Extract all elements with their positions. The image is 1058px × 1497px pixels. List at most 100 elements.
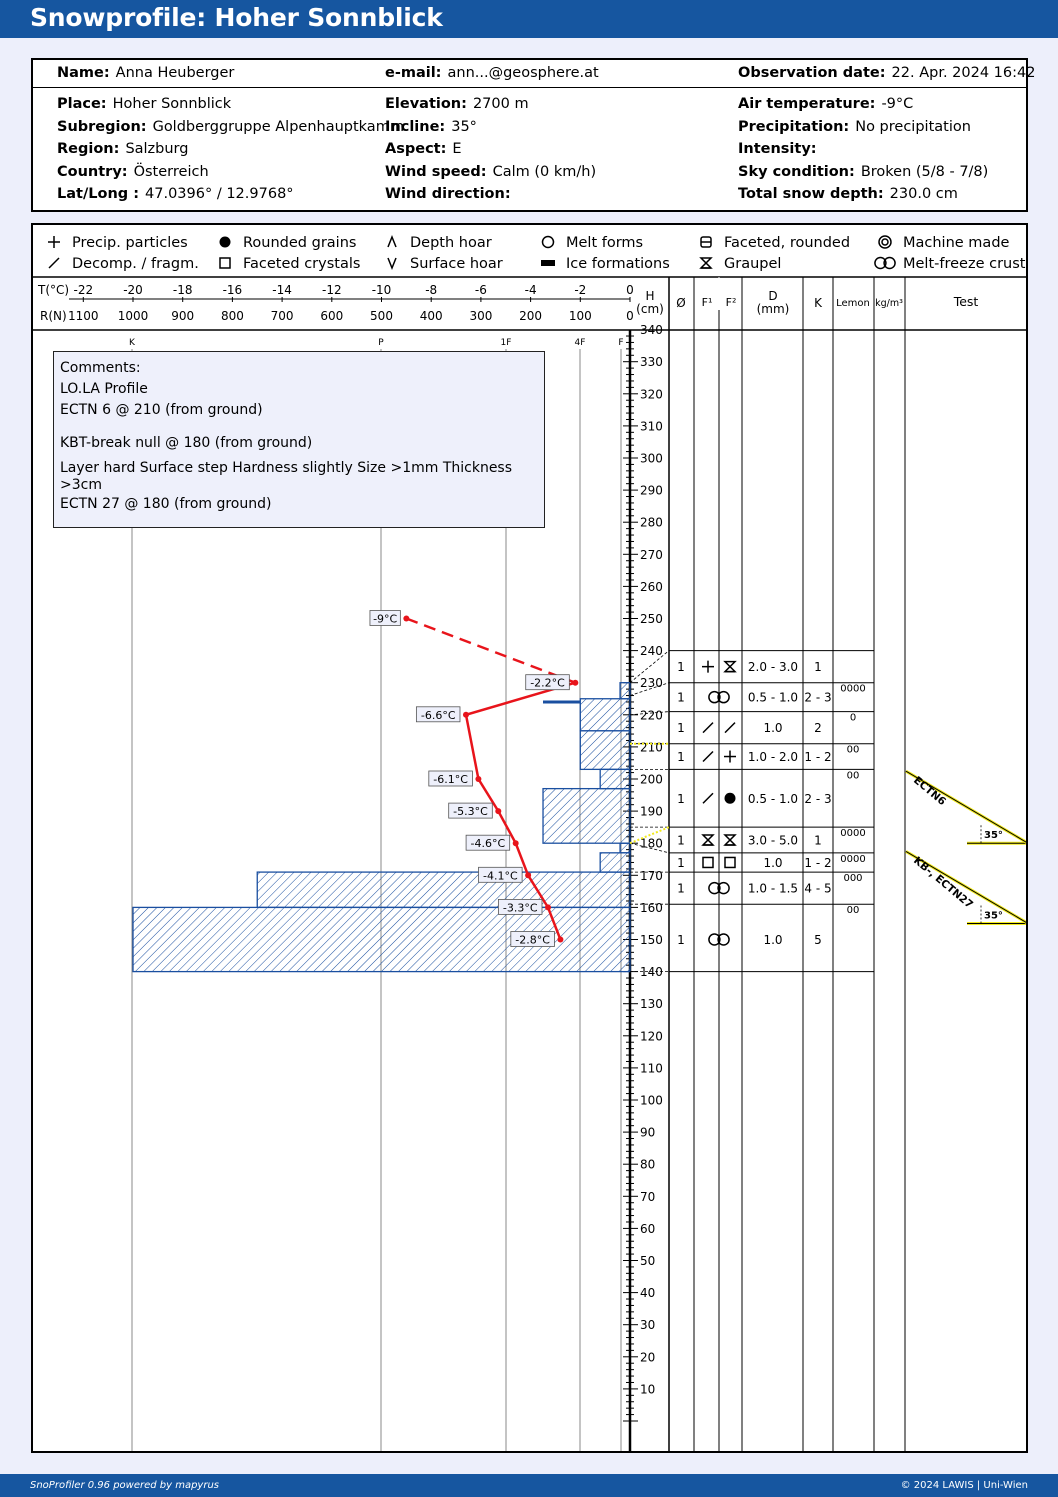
incline-field: Incline:35° xyxy=(385,119,477,135)
stability-test: 35°KB-, ECTN27 xyxy=(905,850,1026,925)
test-slope-line xyxy=(905,770,1026,843)
intensity-field: Intensity: xyxy=(738,141,817,157)
melt-freeze-crust-icon xyxy=(717,690,730,704)
legend-label-melt: Melt forms xyxy=(566,235,643,251)
height-tick-label: 70 xyxy=(640,1190,655,1204)
layer-grain-size: 1.0 - 2.0 xyxy=(748,750,798,764)
layer-hardness: 2 - 3 xyxy=(804,792,831,806)
force-tick-label: 300 xyxy=(469,309,492,323)
temperature-point xyxy=(557,936,564,943)
temperature-point xyxy=(475,776,482,782)
temperature-label: -9°C xyxy=(373,613,397,626)
rounded-grain-icon xyxy=(724,792,736,804)
height-tick-label: 240 xyxy=(640,644,663,658)
ice-formation-icon xyxy=(541,260,555,266)
header-divider xyxy=(33,87,1026,88)
temperature-tick-label: -20 xyxy=(123,283,143,297)
temperature-label-box xyxy=(448,802,493,819)
graupel-icon xyxy=(723,834,737,846)
height-tick-label: 90 xyxy=(640,1126,655,1140)
layer-hardness: 4 - 5 xyxy=(804,882,831,896)
height-tick-label: 120 xyxy=(640,1029,663,1043)
graupel-icon xyxy=(723,660,737,673)
name-field: Name:Anna Heuberger xyxy=(57,65,235,81)
layer-hardness: 2 xyxy=(814,721,822,735)
height-tick-label: 160 xyxy=(640,901,663,915)
legend-label-machine: Machine made xyxy=(903,235,1010,251)
hardness-layer xyxy=(542,787,631,844)
temperature-point xyxy=(403,615,410,622)
temperature-tick-label: -4 xyxy=(525,283,537,297)
height-tick-label: 330 xyxy=(640,355,663,369)
column-header-lemon: Lemon xyxy=(836,298,870,309)
column-header-density: kg/m³ xyxy=(875,298,903,309)
force-tick-label: 600 xyxy=(320,309,343,323)
height-tick-label: 130 xyxy=(640,997,663,1011)
title-bar: Snowprofile: Hoher Sonnblick xyxy=(0,0,1058,38)
temperature-tick-label: -2 xyxy=(574,283,586,297)
height-tick-label: 150 xyxy=(640,933,663,947)
place-field: Place:Hoher Sonnblick xyxy=(57,96,232,112)
height-tick-label: 140 xyxy=(640,965,663,979)
hardness-layer xyxy=(619,842,631,854)
force-tick-label: 1100 xyxy=(68,309,99,323)
layer-wetness: 1 xyxy=(677,721,685,735)
height-tick-label: 250 xyxy=(640,612,663,626)
air-temperature-field: Air temperature:-9°C xyxy=(738,96,914,112)
layer-grain-size: 3.0 - 5.0 xyxy=(748,833,798,847)
layer-wetness: 1 xyxy=(677,660,685,674)
temperature-label-box xyxy=(510,931,555,947)
comments-heading: Comments: xyxy=(60,360,141,376)
height-tick-label: 310 xyxy=(640,419,663,433)
decomp-icon xyxy=(702,750,714,763)
comment-line: ECTN 6 @ 210 (from ground) xyxy=(60,402,263,418)
height-tick-label: 340 xyxy=(640,323,663,337)
legend-label-depthhoar: Depth hoar xyxy=(410,235,492,251)
height-tick-label: 220 xyxy=(640,708,663,722)
comments-box: Comments: LO.LA Profile ECTN 6 @ 210 (fr… xyxy=(53,351,545,528)
decomp-icon xyxy=(48,257,60,269)
layer-wetness: 1 xyxy=(677,750,685,764)
temperature-profile: -9°C-2.2°C-6.6°C-6.1°C-5.3°C-4.6°C-4.1°C… xyxy=(369,610,579,947)
height-axis-unit: (cm) xyxy=(636,302,664,316)
temperature-tick-label: 0 xyxy=(626,283,634,297)
comment-line: ECTN 27 @ 180 (from ground) xyxy=(60,496,272,512)
comment-line: >3cm xyxy=(60,477,102,493)
temperature-point xyxy=(512,840,519,847)
force-tick-label: 100 xyxy=(569,309,592,323)
height-tick-label: 40 xyxy=(640,1286,655,1300)
layer-lemons: 0000 xyxy=(840,828,865,839)
height-tick-label: 260 xyxy=(640,580,663,594)
test-angle-label: 35° xyxy=(984,830,1003,841)
temperature-point xyxy=(495,808,502,815)
page-title: Snowprofile: Hoher Sonnblick xyxy=(30,3,443,32)
layer-hardness: 5 xyxy=(814,933,822,947)
temperature-label-box xyxy=(497,899,543,915)
layer-grain-size: 1.0 xyxy=(763,933,782,947)
layer-hardness: 1 - 2 xyxy=(804,750,831,764)
sky-condition-field: Sky condition:Broken (5/8 - 7/8) xyxy=(738,164,989,180)
faceted-crystal-icon xyxy=(702,856,714,869)
snow-temperature-line xyxy=(464,681,576,940)
country-field: Country:Österreich xyxy=(57,164,209,180)
force-tick-label: 900 xyxy=(171,309,194,323)
weak-layer-highlight xyxy=(629,826,670,845)
machine-made-icon xyxy=(881,238,889,246)
melt-form-icon xyxy=(541,235,555,249)
temperature-tick-label: -6 xyxy=(475,283,487,297)
layer-connector xyxy=(629,682,670,696)
air-temperature-segment xyxy=(405,617,576,684)
decomp-icon xyxy=(724,722,736,734)
layer-lemons: 0000 xyxy=(840,684,865,695)
legend-label-surfacehoar: Surface hoar xyxy=(410,256,503,272)
layer-grain-size: 0.5 - 1.0 xyxy=(748,691,798,705)
height-tick-label: 270 xyxy=(640,548,663,562)
force-tick-label: 200 xyxy=(519,309,542,323)
depth-hoar-icon xyxy=(387,234,397,248)
temperature-label-box xyxy=(465,834,511,851)
height-tick-label: 190 xyxy=(640,805,663,819)
height-tick-label: 110 xyxy=(640,1061,663,1075)
temperature-label: -5.3°C xyxy=(453,805,488,818)
column-header-k: K xyxy=(814,296,823,310)
